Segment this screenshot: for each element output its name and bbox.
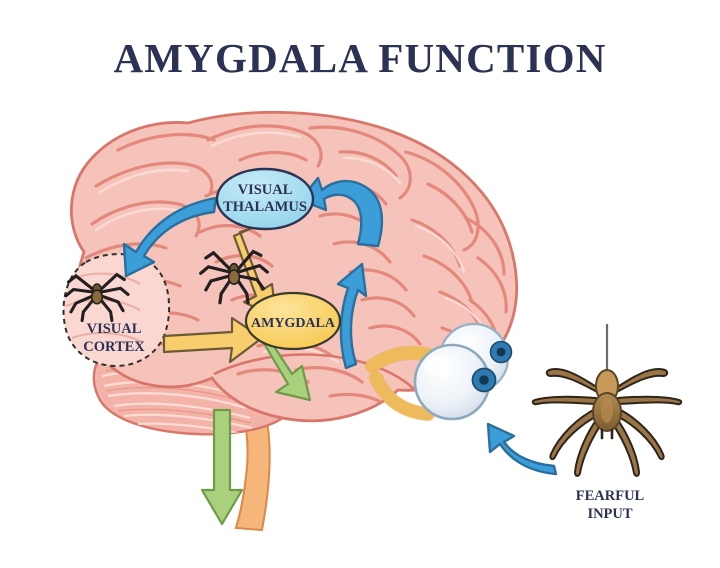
spider-fearful-input-icon	[531, 324, 683, 477]
eye-and-optic-nerve	[364, 322, 513, 422]
spider-visual-cortex-icon	[64, 272, 130, 323]
arrow-visual-cortex-to-amygdala	[162, 316, 264, 364]
amygdala-label: AMYGDALA	[251, 316, 336, 331]
arrow-thalamus-to-visual-cortex	[122, 196, 218, 278]
optic-nerve-lower	[369, 371, 435, 421]
spider-thalamus-icon	[199, 249, 269, 305]
node-amygdala[interactable]: AMYGDALA	[244, 291, 342, 351]
visual-cortex-label-line1: VISUAL	[87, 321, 142, 337]
arrow-eye-to-midbrain	[336, 262, 368, 370]
node-visual-thalamus[interactable]: VISUAL THALAMUS	[215, 167, 315, 231]
arrow-fearful-input-to-eye	[486, 422, 558, 476]
node-fearful-input-label[interactable]: FEARFUL INPUT	[576, 488, 645, 522]
visual-thalamus-label-line2: THALAMUS	[223, 199, 307, 215]
eyeball-front	[413, 343, 497, 421]
fearful-input-label-line1: FEARFUL	[576, 488, 645, 504]
page-title: AMYGDALA FUNCTION	[113, 35, 607, 81]
visual-thalamus-label-line1: VISUAL	[238, 182, 293, 198]
fearful-input-label-line2: INPUT	[587, 506, 632, 522]
node-visual-cortex-label[interactable]: VISUAL CORTEX	[83, 321, 145, 355]
arrow-amygdala-response-lower	[200, 408, 244, 526]
visual-cortex-label-line2: CORTEX	[83, 339, 145, 355]
